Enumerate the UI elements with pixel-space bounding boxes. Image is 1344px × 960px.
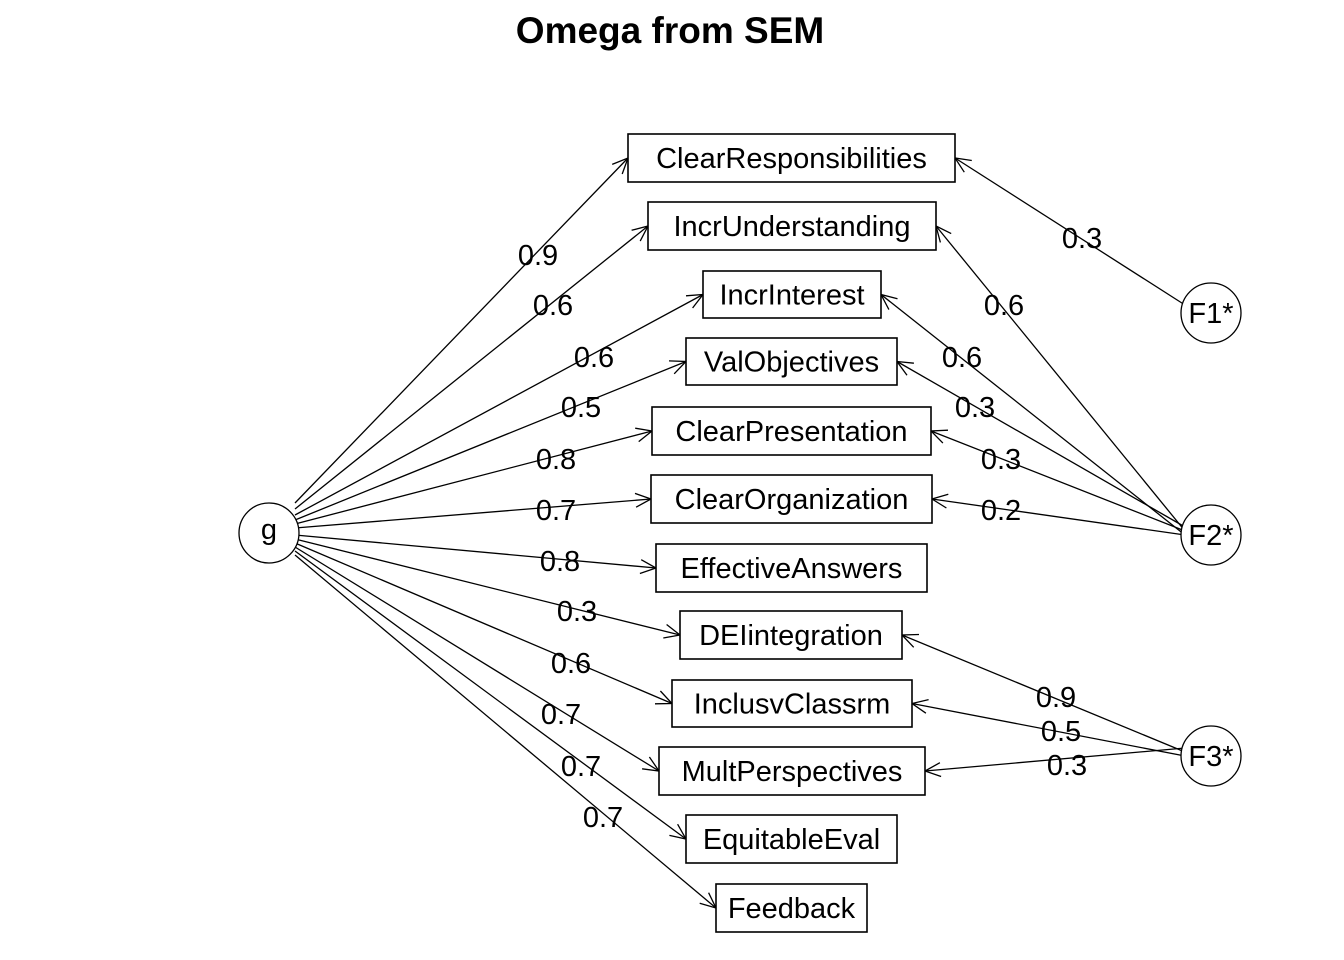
variable-box-mult-perspectives — [658, 746, 926, 796]
g-loading-incr-interest: 0.6 — [574, 342, 614, 374]
g-path-mult-perspectives — [294, 546, 660, 772]
g-loading-feedback: 0.7 — [583, 802, 623, 834]
g-path-clear-organization — [294, 498, 652, 529]
group-path-mult-perspectives — [924, 747, 1186, 772]
diagram-title: Omega from SEM — [516, 10, 824, 51]
group-path-incr-interest — [880, 293, 1186, 536]
variable-label-deiintegration: DEIintegration — [699, 620, 883, 652]
variable-box-clear-organization — [650, 474, 933, 524]
g-path-inclusv-classrm — [294, 542, 673, 705]
group-path-val-objectives — [896, 360, 1186, 528]
g-path-incr-understanding — [294, 225, 649, 510]
factor-layer: g F1* F2* F3* — [238, 282, 1242, 787]
variable-label-equitable-eval: EquitableEval — [703, 824, 880, 856]
variable-label-incr-understanding: IncrUnderstanding — [674, 211, 911, 243]
variable-label-incr-interest: IncrInterest — [719, 280, 864, 312]
g-loading-incr-understanding: 0.6 — [533, 290, 573, 322]
group-path-clear-presentation — [930, 430, 1186, 532]
factor-node-g — [238, 502, 300, 564]
g-path-incr-interest — [294, 293, 704, 516]
variable-box-incr-understanding — [647, 201, 937, 251]
group-loading-mult-perspectives: 0.3 — [1047, 750, 1087, 782]
factor-node-f1 — [1180, 282, 1242, 344]
group-path-clear-organization — [931, 498, 1186, 536]
group-path-incr-understanding — [935, 225, 1186, 532]
variable-box-clear-responsibilities — [627, 133, 956, 183]
variable-box-feedback — [715, 883, 868, 933]
g-path-clear-responsibilities — [294, 157, 629, 504]
g-path-val-objectives — [294, 360, 687, 521]
factor-label-f2: F2* — [1188, 520, 1233, 552]
variable-box-deiintegration — [679, 610, 903, 660]
g-loading-effective-answers: 0.8 — [540, 546, 580, 578]
group-path-clear-responsibilities — [954, 157, 1186, 306]
group-loading-inclusv-classrm: 0.5 — [1041, 716, 1081, 748]
variable-label-mult-perspectives: MultPerspectives — [682, 756, 903, 788]
variable-label-clear-responsibilities: ClearResponsibilities — [656, 143, 927, 175]
g-path-clear-presentation — [294, 430, 653, 525]
g-path-equitable-eval — [294, 550, 687, 840]
g-loading-deiintegration: 0.3 — [557, 596, 597, 628]
variable-box-equitable-eval — [685, 814, 898, 864]
variable-label-val-objectives: ValObjectives — [704, 347, 879, 379]
group-path-deiintegration — [901, 634, 1186, 753]
g-path-effective-answers — [294, 534, 657, 569]
variable-box-incr-interest — [702, 270, 882, 319]
variable-label-clear-presentation: ClearPresentation — [675, 416, 907, 448]
variable-label-inclusv-classrm: InclusvClassrm — [694, 689, 891, 721]
group-loading-deiintegration: 0.9 — [1036, 682, 1076, 714]
variable-label-clear-organization: ClearOrganization — [675, 484, 909, 516]
g-loading-clear-presentation: 0.8 — [536, 444, 576, 476]
factor-node-f3 — [1180, 725, 1242, 787]
variable-label-feedback: Feedback — [728, 893, 856, 925]
group-loading-incr-understanding: 0.6 — [984, 290, 1024, 322]
g-loading-mult-perspectives: 0.7 — [541, 699, 581, 731]
factor-label-g: g — [261, 514, 277, 546]
g-path-feedback — [294, 554, 717, 909]
group-path-inclusv-classrm — [911, 702, 1186, 757]
group-loading-clear-presentation: 0.3 — [981, 444, 1021, 476]
g-loading-clear-responsibilities: 0.9 — [518, 240, 558, 272]
g-loading-val-objectives: 0.5 — [561, 392, 601, 424]
group-loading-incr-interest: 0.6 — [942, 342, 982, 374]
g-loading-clear-organization: 0.7 — [536, 495, 576, 527]
group-loading-clear-organization: 0.2 — [981, 495, 1021, 527]
factor-label-f3: F3* — [1188, 741, 1233, 773]
variable-box-inclusv-classrm — [671, 679, 913, 728]
g-loading-equitable-eval: 0.7 — [561, 751, 601, 783]
variable-box-val-objectives — [685, 337, 898, 386]
g-path-deiintegration — [294, 538, 681, 636]
group-loading-clear-responsibilities: 0.3 — [1062, 223, 1102, 255]
g-loading-inclusv-classrm: 0.6 — [551, 648, 591, 680]
factor-label-f1: F1* — [1188, 298, 1233, 330]
group-loading-val-objectives: 0.3 — [955, 392, 995, 424]
variable-box-effective-answers — [655, 543, 928, 593]
variable-layer: ClearResponsibilitiesIncrUnderstandingIn… — [627, 133, 956, 933]
factor-node-f2 — [1180, 504, 1242, 566]
variable-label-effective-answers: EffectiveAnswers — [681, 553, 903, 585]
path-layer — [294, 156, 1186, 910]
variable-box-clear-presentation — [651, 406, 932, 456]
